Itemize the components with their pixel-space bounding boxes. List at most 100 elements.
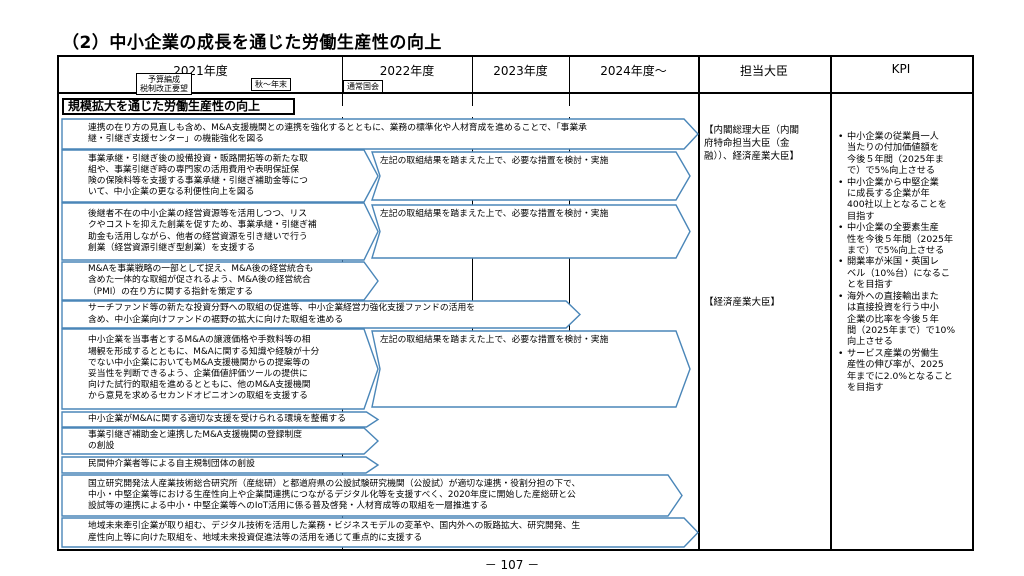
col-divider-minister (698, 57, 700, 549)
kpi-item-line: 間（2025年まで）で10% (847, 324, 956, 336)
action-text: 連携の在り方の見直しも含め、M&A支援機関との連携を強化するとともに、業務の標準… (88, 123, 587, 145)
action-arrow: M&Aを事業戦略の一部として捉え、M&A後の経営統合も含めた一体的な取組が促され… (61, 261, 379, 301)
kpi-item-line: 企業の比率を今後５年 (847, 313, 939, 325)
action-text-line: 妥当性を判断できるよう、企業価値評価ツールの提供に (88, 369, 308, 379)
action-text-line: から意見を求めるセカンドオピニオンの取組を支援する (88, 391, 308, 402)
action-arrow: 中小企業がM&Aに関する適切な支援を受けられる環境を整備する (61, 411, 380, 428)
kpi-item-line: まで）で5%向上させる (847, 245, 945, 257)
action-text-line: いて、中小企業の更なる利便性向上を図る (88, 187, 255, 198)
action-text-line: サーチファンド等の新たな投資分野への取組の促進等、中小企業経営力強化支援ファンド… (88, 303, 476, 314)
action-text-line: の創設 (88, 441, 115, 451)
action-text-line: 産性向上等に向けた取組を、地域未来投資促進法等の活用を通じて重点的に支援する (88, 532, 423, 543)
followup-text: 左記の取組結果を踏まえた上で、必要な措置を検討・実施 (380, 209, 609, 219)
page-title: （2）中小企業の成長を通じた労働生産性の向上 (62, 33, 442, 53)
action-text-line: 事業引継ぎ補助金と連携したM&A支援機関の登録制度 (88, 429, 302, 440)
action-text: サーチファンド等の新たな投資分野への取組の促進等、中小企業経営力強化支援ファンド… (88, 303, 475, 325)
action-text-line: でない中小企業においてもM&A支援機関からの提案等の (88, 357, 311, 368)
followup-text: 左記の取組結果を踏まえた上で、必要な措置を検討・実施 (380, 335, 609, 345)
action-arrow: 国立研究開発法人産業技術総合研究所（産総研）と都道府県の公設試験研究機関（公設試… (61, 474, 683, 517)
kpi-item-line: サービス産業の労働生 (847, 347, 939, 359)
kpi-item: 海外への直接輸出または直接投資を行う中小企業の比率を今後５年間（2025年まで）… (838, 291, 955, 348)
action-arrow: 連携の在り方の見直しも含め、M&A支援機関との連携を強化するとともに、業務の標準… (61, 118, 699, 150)
action-text-line: 組や、事業引継ぎ時の専門家の活用費用や表明保証保 (88, 164, 299, 175)
kpi-item-line: は直接投資を行う中小 (847, 302, 939, 314)
kpi-item-line: 中小企業の全要素生産 (847, 222, 939, 234)
followup-arrow: 左記の取組結果を踏まえた上で、必要な措置を検討・実施 (371, 204, 691, 259)
action-text-line: 継・引継ぎ支援センター」の機能強化を図る (88, 134, 264, 144)
action-text: 事業引継ぎ補助金と連携したM&A支援機関の登録制度の創設 (88, 430, 302, 452)
action-arrow: 地域未来牽引企業が取り組む、デジタル技術を活用した業務・ビジネスモデルの変革や、… (61, 517, 699, 548)
action-text: M&Aを事業戦略の一部として捉え、M&A後の経営統合も含めた一体的な取組が促され… (88, 264, 313, 298)
kpi-item-line: 中小企業から中堅企業 (847, 176, 939, 188)
kpi-item-line: ベル（10%台）になるこ (847, 267, 951, 279)
action-text-line: 国立研究開発法人産業技術総合研究所（産総研）と都道府県の公設試験研究機関（公設試… (88, 478, 581, 489)
action-text-line: 連携の在り方の見直しも含め、M&A支援機関との連携を強化するとともに、業務の標準… (88, 122, 587, 133)
action-text-line: 中小企業がM&Aに関する適切な支援を受けられる環境を整備する (88, 413, 346, 424)
action-arrow: 民間仲介業者等による自主規制団体の創設 (61, 456, 380, 474)
minister-first-line: 府特命担当大臣（金 (704, 138, 790, 149)
header-2023: 2023年度 (493, 64, 548, 78)
action-arrow: サーチファンド等の新たな投資分野への取組の促進等、中小企業経営力強化支援ファンド… (61, 300, 582, 329)
header-kpi: KPI (891, 62, 911, 76)
action-text-line: 後継者不在の中小企業の経営資源等を活用しつつ、リス (88, 209, 308, 220)
tag-budget: 予算編成 税制改正要望 (136, 73, 192, 95)
action-arrow: 事業引継ぎ補助金と連携したM&A支援機関の登録制度の創設 (61, 427, 380, 455)
kpi-item-line: 海外への直接輸出また (847, 290, 939, 302)
action-text-line: 中小・中堅企業等における生産性向上や企業間連携につながるデジタル化等を支援すべく… (88, 489, 576, 500)
action-arrow: 後継者不在の中小企業の経営資源等を活用しつつ、リスクやコストを抑えた創業を促すた… (61, 202, 379, 261)
action-text-line: 民間仲介業者等による自主規制団体の創設 (88, 459, 255, 470)
action-text-line: 創業（経営資源引継ぎ型創業）を支援する (88, 242, 256, 253)
header-2022: 2022年度 (379, 64, 435, 78)
minister-first: 【内閣総理大臣（内閣 府特命担当大臣（金 融））、経済産業大臣】 (704, 124, 799, 163)
action-text-line: 険の保険料等を支援する事業承継・引継ぎ補助金等につ (88, 176, 308, 186)
action-text-line: 助金も活用しながら、他者の経営資源を引き継いで行う (88, 231, 308, 242)
kpi-item-line: に成長する企業が年 (847, 188, 930, 200)
kpi-item-line: 年までに2.0%となること (847, 370, 953, 382)
minister-first-line: 融））、経済産業大臣】 (704, 151, 800, 162)
page-number: － 107 － (484, 558, 540, 572)
action-text: 国立研究開発法人産業技術総合研究所（産総研）と都道府県の公設試験研究機関（公設試… (88, 479, 580, 513)
kpi-item-line: 開業率が米国・英国レ (847, 256, 939, 268)
action-text-line: 事業承継・引継ぎ後の設備投資・販路開拓等の新たな取 (88, 153, 308, 164)
kpi-item-line: 目指す (847, 210, 875, 222)
action-text-line: クやコストを抑えた創業を促すため、事業承継・引継ぎ補 (88, 220, 317, 231)
action-text-line: 中小企業を当事者とするM&Aの譲渡価格や手数料等の相 (88, 335, 311, 346)
header-2024: 2024年度～ (600, 64, 667, 78)
kpi-item-line: を目指す (847, 381, 884, 393)
followup-arrow: 左記の取組結果を踏まえた上で、必要な措置を検討・実施 (371, 151, 691, 201)
action-text-line: M&Aを事業戦略の一部として捉え、M&A後の経営統合も (88, 264, 314, 275)
action-text-line: 場観を形成するとともに、M&Aに関する知識や経験が十分 (88, 346, 320, 357)
col-divider-kpi (830, 57, 832, 549)
action-text-line: 含めた一体的な取組が促されるよう、M&A後の経営統合 (88, 275, 311, 286)
minister-second: 【経済産業大臣】 (704, 297, 781, 308)
col-divider-2022 (342, 57, 343, 106)
roadmap-table: 2021年度 2022年度 2023年度 2024年度～ 担当大臣 KPI (57, 55, 974, 551)
followup-text: 左記の取組結果を踏まえた上で、必要な措置を検討・実施 (380, 156, 609, 166)
tag-autumn: 秋～年末 (251, 78, 291, 91)
followup-arrow: 左記の取組結果を踏まえた上で、必要な措置を検討・実施 (371, 330, 691, 408)
kpi-item-line: で）で5%向上させる (847, 165, 936, 177)
action-text: 中小企業を当事者とするM&Aの譲渡価格や手数料等の相場観を形成するとともに、M&… (88, 335, 319, 402)
action-text: 後継者不在の中小企業の経営資源等を活用しつつ、リスクやコストを抑えた創業を促すた… (88, 209, 317, 254)
action-text-line: （PMI）の在り方に関する指針を策定する (88, 286, 254, 297)
kpi-item-line: 中小企業の従業員一人 (847, 131, 939, 142)
kpi-item: 中小企業の従業員一人当たりの付加価値額を今後５年間（2025年まで）で5%向上さ… (838, 131, 955, 177)
kpi-item-line: 400社以上となることを (847, 199, 947, 211)
action-text-line: 含め、中小企業向けファンドの裾野の拡大に向けた取組を進める (88, 314, 344, 325)
action-text-line: 向けた試行的取組を進めるとともに、他のM&A支援機関 (88, 380, 311, 391)
kpi-item-line: 当たりの付加価値額を (847, 142, 939, 154)
kpi-item-line: とを目指す (847, 279, 893, 291)
action-text: 中小企業がM&Aに関する適切な支援を受けられる環境を整備する (88, 414, 346, 425)
action-arrow: 事業承継・引継ぎ後の設備投資・販路開拓等の新たな取組や、事業引継ぎ時の専門家の活… (61, 149, 379, 203)
kpi-item-line: 今後５年間（2025年ま (847, 153, 944, 165)
kpi-item-line: 性を今後５年間（2025年 (847, 233, 954, 245)
col-divider-2024 (569, 57, 570, 106)
header-2021: 2021年度 (173, 64, 228, 78)
kpi-item-line: 向上させる (847, 336, 893, 348)
action-arrow: 中小企業を当事者とするM&Aの譲渡価格や手数料等の相場観を形成するとともに、M&… (61, 328, 379, 410)
action-text: 地域未来牽引企業が取り組む、デジタル技術を活用した業務・ビジネスモデルの変革や、… (88, 521, 580, 543)
kpi-item-line: 産性の伸び率が、2025 (847, 359, 944, 371)
